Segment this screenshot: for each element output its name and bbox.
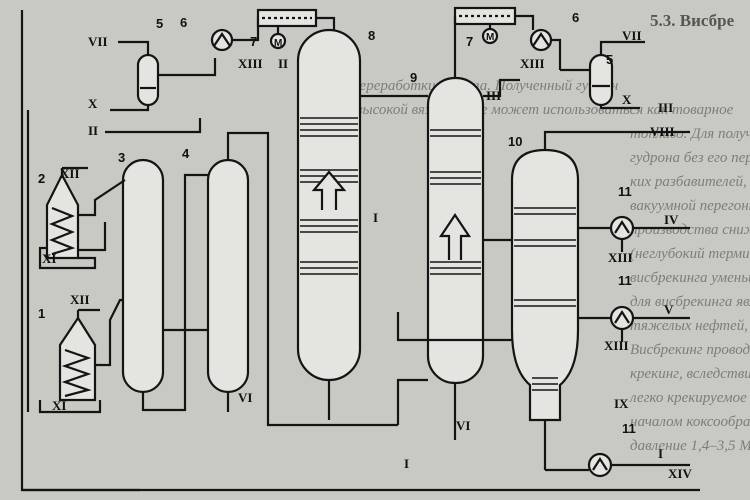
- stream-xi-lower: XI: [52, 398, 66, 413]
- condenser-6-right: [529, 28, 562, 70]
- stream-ix: IX: [614, 396, 629, 411]
- heat-exchanger-11-middle: [578, 305, 690, 342]
- stream-i-right: I: [658, 446, 663, 461]
- label-unit-9: 9: [410, 70, 417, 85]
- stream-labels: VII X II XII XI XII XI XIII II VI I VI I…: [42, 28, 692, 481]
- separator-5-left: [110, 40, 217, 112]
- stream-xi-upper: XI: [42, 251, 56, 266]
- bg-line-11: тяжелых нефтей, мазутов и других тяжёлых…: [630, 318, 750, 334]
- label-unit-4: 4: [182, 146, 190, 161]
- stream-xii-upper: XII: [60, 166, 80, 181]
- label-unit-3: 3: [118, 150, 125, 165]
- column-8: [296, 28, 362, 420]
- section-heading: 5.3. Висбре: [650, 11, 735, 30]
- stream-iii-left: III: [486, 88, 501, 103]
- stream-xiv: XIV: [668, 466, 692, 481]
- stream-iii-right: III: [658, 100, 673, 115]
- label-unit-11-middle: 11: [618, 273, 632, 288]
- fan-symbol-right: M: [486, 32, 494, 43]
- stream-iv: IV: [664, 212, 679, 227]
- bg-line-3: топливо. Для получения товарного котельн…: [630, 126, 750, 142]
- stream-vii-left: VII: [88, 34, 108, 49]
- label-unit-8: 8: [368, 28, 375, 43]
- stream-xii-lower: XII: [70, 292, 90, 307]
- bg-line-2: ната ой высокой вязкости не может исполь…: [300, 102, 734, 118]
- stream-xiii-upper: XIII: [608, 250, 633, 265]
- reactor-3: [121, 158, 165, 394]
- label-unit-10: 10: [508, 134, 522, 149]
- label-unit-7-right: 7: [466, 34, 473, 49]
- bg-line-13: крекинг, вследствие того, что перерабаты…: [630, 366, 750, 382]
- unit-labels: 2 1 3 4 5 6 7 8 9 10 11 11 11 7 6 5 M M: [38, 10, 636, 436]
- bg-line-14: легко крекируемое сырьё и допускаемая гл…: [629, 390, 750, 406]
- bg-line-12: Висбрекинг проводят при менее жестких ус…: [630, 342, 750, 358]
- furnace-2: [45, 168, 80, 260]
- bg-line-16: давление 1,4–3,5 МПа).: [630, 438, 750, 454]
- label-unit-5-left: 5: [156, 16, 163, 31]
- label-unit-6-right: 6: [572, 10, 579, 25]
- bg-line-10: для висбрекинга является гудрон, но возм…: [630, 294, 750, 310]
- bg-line-15: началом коксообразования (температура 44…: [630, 414, 750, 430]
- heat-exchanger-11-lower: [545, 452, 690, 478]
- stream-ii-left: II: [88, 123, 98, 138]
- bg-line-8: (неглубокий термический крекинг). Это ис…: [630, 246, 750, 262]
- air-cooler-7-left: [256, 8, 336, 50]
- label-unit-11-upper: 11: [618, 184, 632, 199]
- bg-line-5: ких разбавителей, что в свою очередь при…: [630, 174, 750, 190]
- condenser-6-left: [210, 16, 270, 52]
- furnace-1: [58, 310, 97, 402]
- label-unit-6-left: 6: [180, 15, 187, 30]
- air-cooler-7-right: [453, 6, 535, 78]
- bg-line-7: производства снижения вязкости гудрона —…: [630, 222, 750, 238]
- stream-x-right: X: [622, 92, 632, 107]
- label-unit-11-lower: 11: [622, 421, 636, 436]
- left-piping: [20, 10, 700, 492]
- reactor-4: [206, 158, 250, 394]
- heat-exchanger-11-upper: [578, 215, 690, 252]
- label-unit-7-left: 7: [250, 34, 257, 49]
- stream-vi-right: VI: [456, 418, 470, 433]
- bg-line-6: вакуумной перегонки и уменьшению перераб…: [630, 198, 750, 214]
- stream-x-left: X: [88, 96, 98, 111]
- separator-5-right: [560, 40, 645, 110]
- label-unit-5-right: 5: [606, 52, 613, 67]
- stream-vii-right: VII: [622, 28, 642, 43]
- label-unit-2: 2: [38, 171, 45, 186]
- fan-symbol-left: M: [274, 38, 282, 49]
- stream-viii: VIII: [650, 124, 675, 139]
- column-10: [510, 130, 690, 470]
- stream-v: V: [664, 302, 674, 317]
- bg-line-9: висбрекинга уменьшает расход разбавителя…: [630, 270, 750, 286]
- background-page-text: 5.3. Висбре На редь переработки мазута. …: [297, 11, 750, 454]
- stream-vi-left: VI: [238, 390, 252, 405]
- stream-i-bottom: I: [404, 456, 409, 471]
- stream-ii-top: II: [278, 56, 288, 71]
- stream-xiii-left: XIII: [238, 56, 263, 71]
- pipe-col8-to-col9: [396, 378, 428, 425]
- stream-i-col8: I: [373, 210, 378, 225]
- stream-xiii-middle: XIII: [604, 338, 629, 353]
- bg-line-4: гудрона без его переработки требуется бо…: [630, 150, 750, 166]
- label-unit-1: 1: [38, 306, 45, 321]
- pipe-col9-to-col10: [396, 312, 512, 342]
- column-9: [360, 76, 520, 440]
- stream-xiii-right: XIII: [520, 56, 545, 71]
